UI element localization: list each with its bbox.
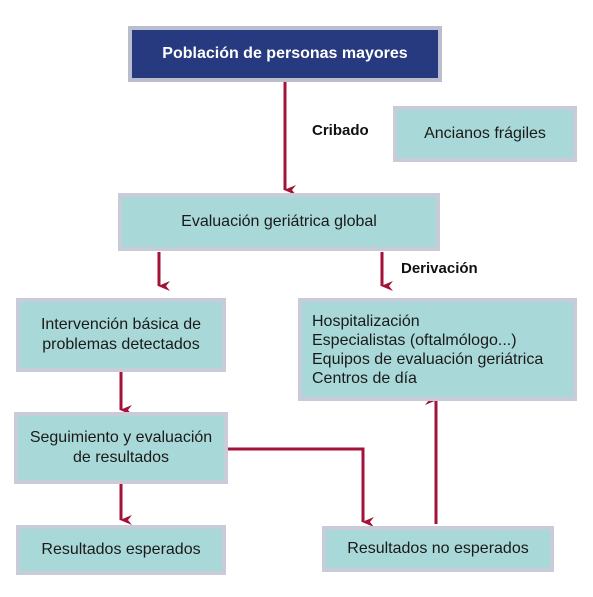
basic-intervention-box: Intervención básica de problemas detecta… (16, 298, 226, 372)
arrow-to-unexpected (228, 447, 374, 527)
unexpected-results-label: Resultados no esperados (347, 540, 529, 557)
followup-line-1: Seguimiento y evaluación (29, 429, 213, 446)
followup-box: Seguimiento y evaluación de resultados (14, 412, 228, 484)
referral-label: Derivación (401, 260, 478, 277)
frail-elderly-box: Ancianos frágiles (393, 106, 577, 162)
referral-targets-box: Hospitalización Especialistas (oftalmólo… (298, 298, 577, 401)
basic-intervention-line-2: problemas detectados (42, 336, 200, 353)
screening-label: Cribado (312, 122, 369, 139)
referral-target-specialists: Especialistas (oftalmólogo...) (312, 332, 517, 349)
global-assessment-box: Evaluación geriátrica global (118, 193, 440, 251)
referral-target-hospitalization: Hospitalización (312, 313, 420, 330)
referral-target-day-centers: Centros de día (312, 370, 417, 387)
population-label: Población de personas mayores (162, 45, 408, 62)
followup-line-2: de resultados (72, 449, 170, 466)
unexpected-results-box: Resultados no esperados (322, 526, 554, 572)
expected-results-label: Resultados esperados (41, 541, 201, 558)
referral-target-geriatric-teams: Equipos de evaluación geriátrica (312, 351, 544, 368)
population-box: Población de personas mayores (128, 26, 442, 82)
frail-elderly-label: Ancianos frágiles (424, 125, 546, 142)
global-assessment-label: Evaluación geriátrica global (181, 213, 377, 230)
basic-intervention-line-1: Intervención básica de (40, 316, 202, 333)
expected-results-box: Resultados esperados (16, 525, 226, 575)
